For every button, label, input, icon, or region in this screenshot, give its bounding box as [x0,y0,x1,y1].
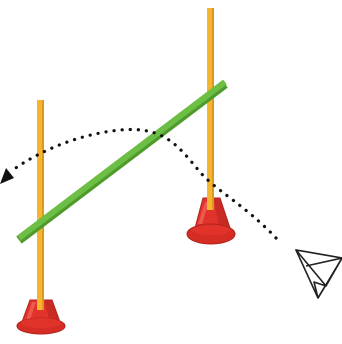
paper-plane-icon [295,249,342,299]
right-pole-shaft [207,8,214,210]
right-cone-shadow [214,198,230,228]
arrowhead-icon [0,168,14,184]
plane-under [313,281,327,299]
left-pole-shaft [37,100,44,310]
left-pole [37,100,44,310]
right-cone-highlight [198,202,209,224]
left-cone-base-top [21,318,61,328]
right-pole [207,8,214,210]
left-cone-highlight [26,302,36,320]
right-cone-base-top [192,225,230,235]
left-cone-shadow [44,300,60,322]
right-cone [186,197,236,245]
crossbar [16,79,228,244]
crossbar-body [17,79,227,241]
flight-path [8,127,278,240]
plane-fold [305,257,342,299]
left-cone [16,299,66,335]
right-pole-edge [212,8,214,210]
left-pole-edge [42,100,44,310]
